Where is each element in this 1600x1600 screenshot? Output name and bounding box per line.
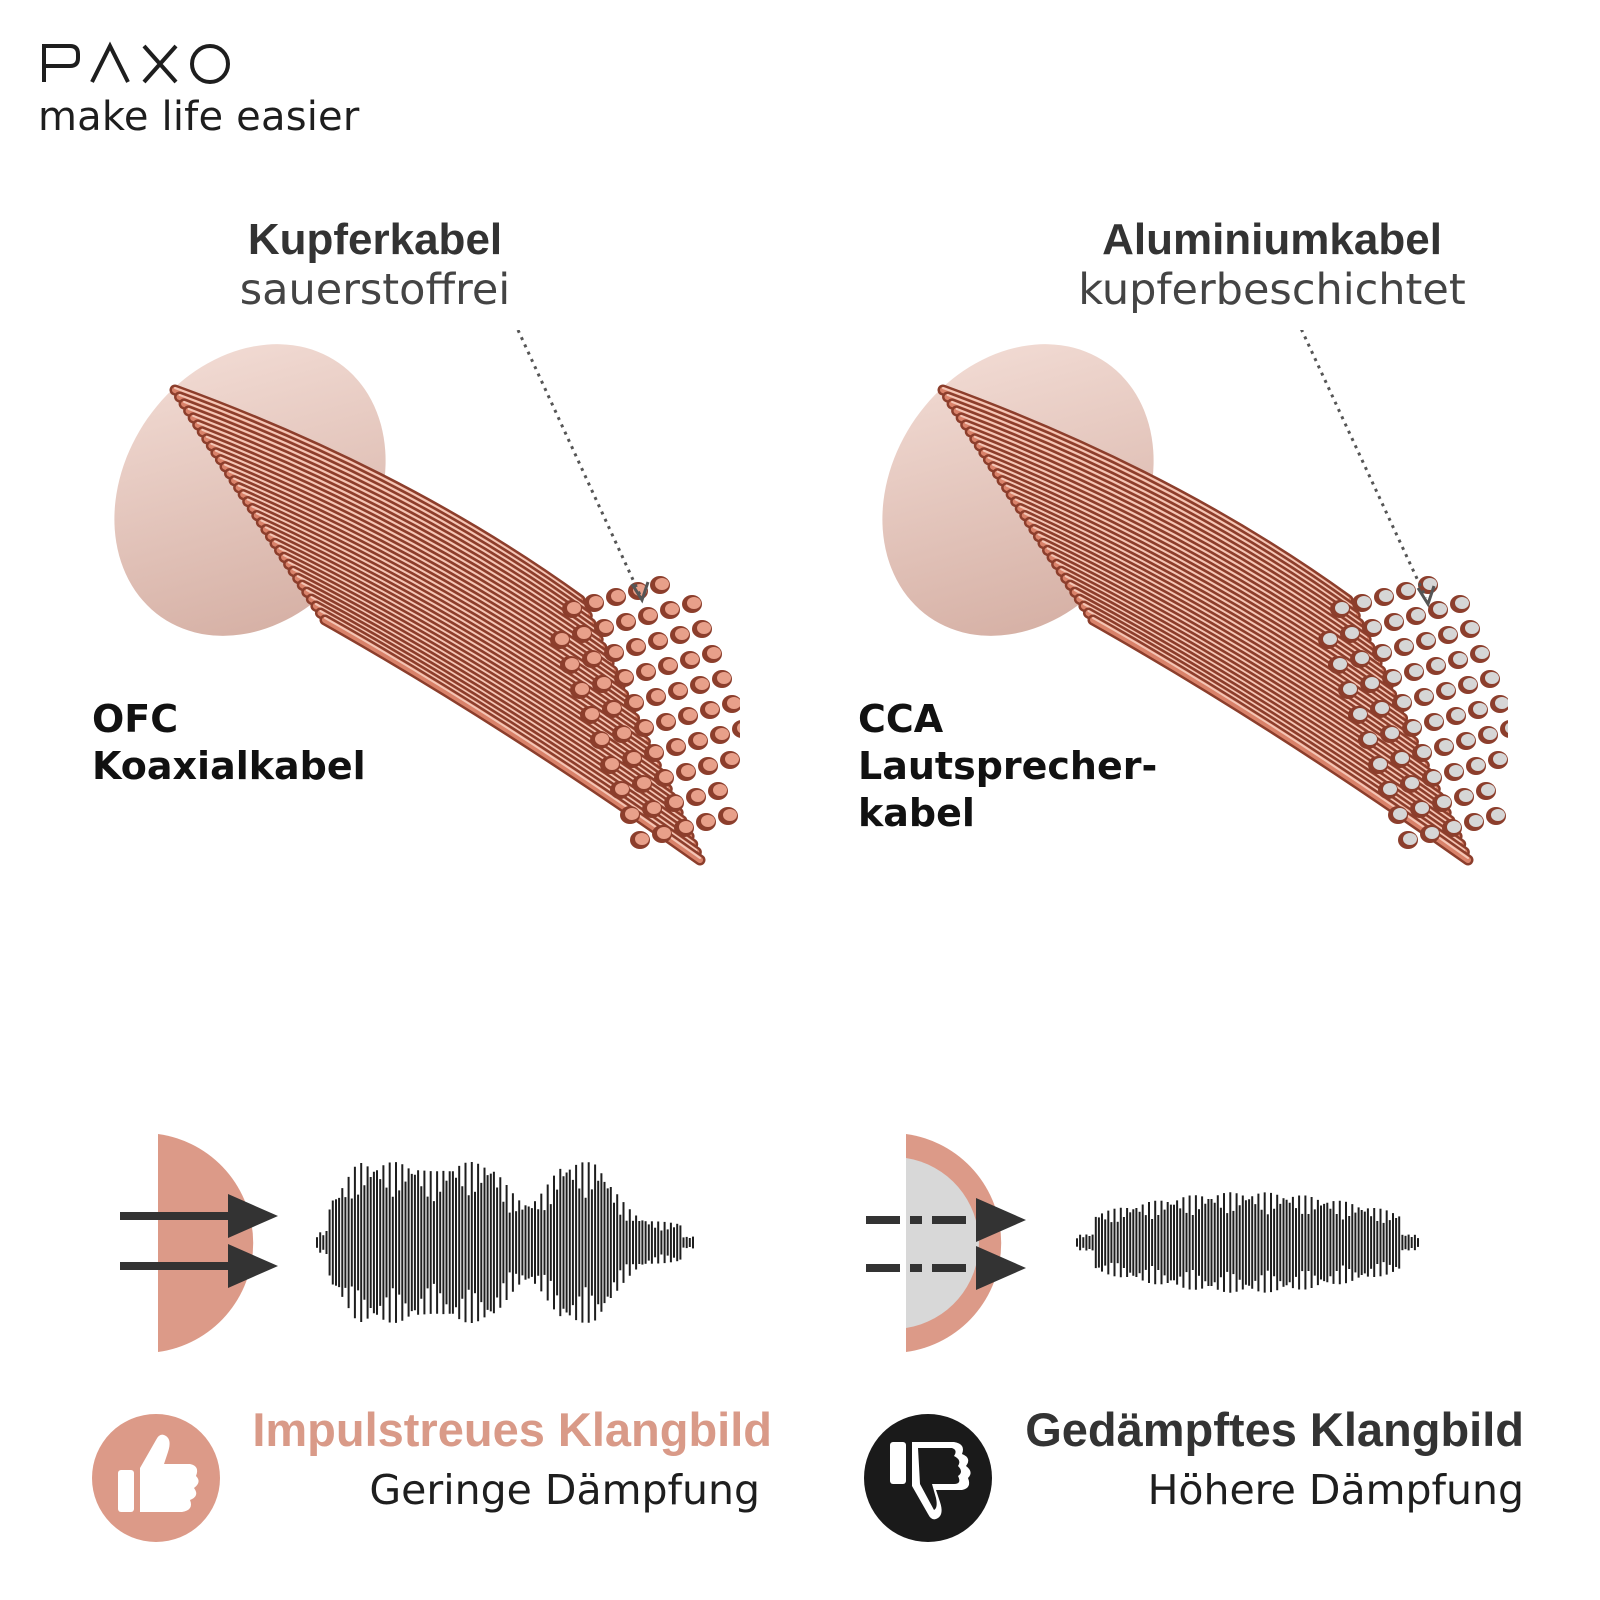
signal-arrows-icon <box>120 1194 278 1288</box>
right-cable-label-line3: kabel <box>858 791 975 835</box>
thumbs-up-badge <box>92 1414 220 1542</box>
pointer-line <box>1300 330 1428 599</box>
right-cable-title: Aluminiumkabel <box>1102 215 1442 264</box>
right-verdict-subtitle: Höhere Dämpfung <box>1147 1466 1524 1514</box>
left-verdict-title: Impulstreues Klangbild <box>252 1403 772 1456</box>
right-cable-heading: Aluminiumkabel kupferbeschichtet <box>1072 215 1472 315</box>
copper-strands <box>169 384 740 866</box>
left-cable-heading: Kupferkabel sauerstoffrei <box>220 215 530 315</box>
brand-logo <box>40 40 240 90</box>
brand-tagline: make life easier <box>38 94 360 140</box>
left-cable-label: OFC Koaxialkabel <box>92 696 366 790</box>
copper-conductor-diagram <box>120 1134 278 1352</box>
cca-cable-illustration <box>882 330 1508 866</box>
left-cable-label-line1: OFC <box>92 697 179 741</box>
right-cable-label-line1: CCA <box>858 697 944 741</box>
strong-waveform <box>316 1162 694 1323</box>
right-cable-subtitle: kupferbeschichtet <box>1078 265 1466 315</box>
right-cable-label-line2: Lautsprecher- <box>858 744 1158 788</box>
aluminium-strands <box>937 384 1508 866</box>
left-cable-label-line2: Koaxialkabel <box>92 744 366 788</box>
left-verdict-subtitle: Geringe Dämpfung <box>369 1466 760 1514</box>
thumbs-up-icon <box>118 1434 199 1512</box>
aluminium-core <box>906 1158 979 1328</box>
pointer-arrow-icon <box>630 581 650 604</box>
copper-cross-section <box>158 1134 254 1352</box>
right-cable-label: CCA Lautsprecher- kabel <box>858 696 1157 837</box>
cca-conductor-diagram <box>866 1134 1026 1352</box>
ofc-cable-illustration <box>114 330 740 866</box>
pointer-line <box>516 330 642 596</box>
left-cable-subtitle: sauerstoffrei <box>239 265 511 315</box>
paxo-logo-icon <box>42 41 230 84</box>
right-verdict-title: Gedämpftes Klangbild <box>1025 1403 1524 1456</box>
damped-signal-arrows-icon <box>866 1198 1026 1290</box>
left-cable-title: Kupferkabel <box>247 215 503 264</box>
thumbs-down-icon <box>890 1442 971 1520</box>
damped-waveform <box>1076 1192 1419 1293</box>
thumbs-down-badge <box>864 1414 992 1542</box>
pointer-arrow-icon <box>1416 585 1436 608</box>
